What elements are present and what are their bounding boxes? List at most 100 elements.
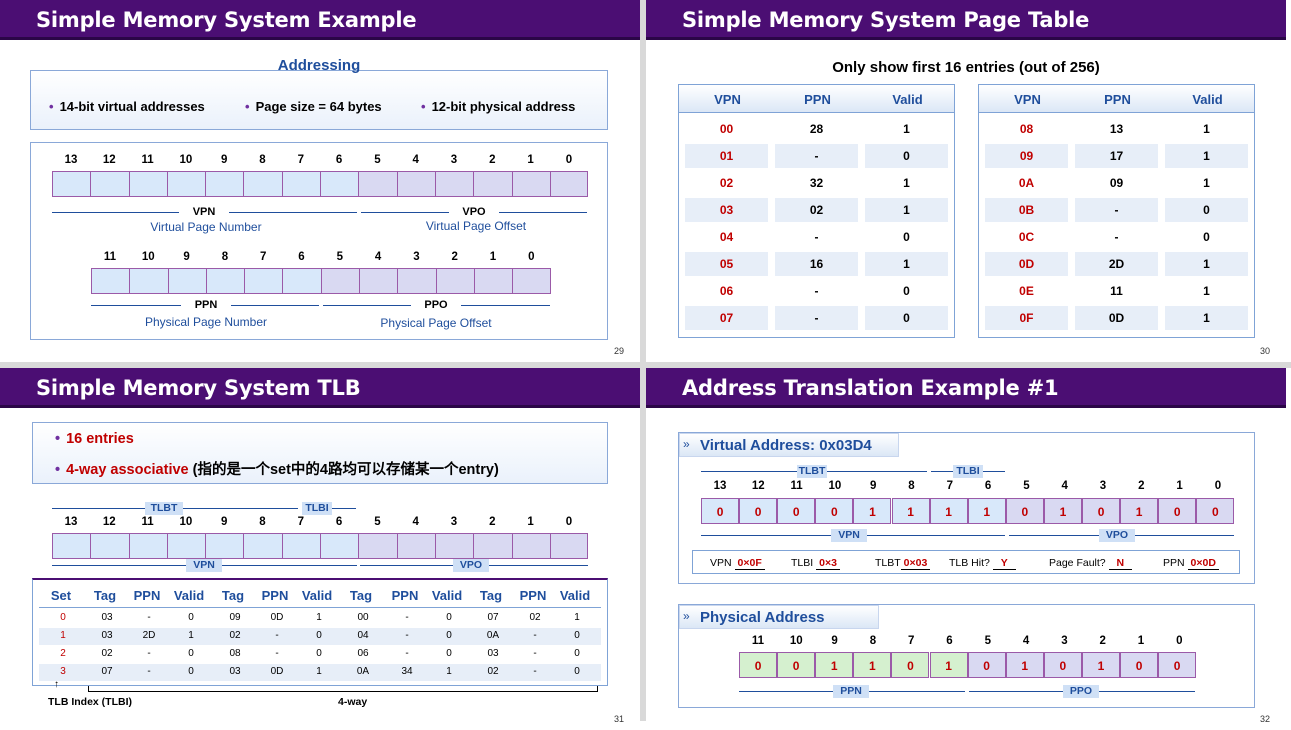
ppn-label: PPN <box>181 299 231 311</box>
tlb-cell: 03 <box>487 648 499 659</box>
bit-number: 9 <box>220 516 228 528</box>
page-table-caption: Only show first 16 entries (out of 256) <box>832 59 1100 76</box>
table-cell: 0 <box>865 144 948 168</box>
tlb-cell: 0 <box>446 648 452 659</box>
slide-header: Simple Memory System Page Table <box>646 0 1286 40</box>
bit-cell <box>320 171 359 197</box>
tlbi-up-arrow: ↑ <box>54 679 59 690</box>
bit-number: 7 <box>907 635 915 647</box>
table-cell: 0C <box>1018 230 1035 244</box>
table-cell: 1 <box>865 252 948 276</box>
table-cell: 02 <box>775 198 858 222</box>
bit-value: 0 <box>891 652 930 678</box>
bit-number: 12 <box>102 516 116 528</box>
bit-number: 5 <box>1023 480 1030 492</box>
tlb-cell: 03 <box>229 666 241 677</box>
tlb-column-header: Tag <box>349 588 373 603</box>
bit-number: 7 <box>297 154 304 166</box>
bit-number: 11 <box>790 480 803 492</box>
tlb-cell: 2 <box>60 648 66 659</box>
tlb-cell: 0 <box>574 666 580 677</box>
bit-value: 1 <box>1120 498 1159 524</box>
tlb-cell: 1 <box>316 666 322 677</box>
tlb-cell: 07 <box>101 666 113 677</box>
tlb-cell: 02 <box>229 630 241 641</box>
bit-cell <box>473 268 513 294</box>
bit-cell <box>205 533 244 559</box>
bit-value: 0 <box>967 652 1006 678</box>
bit-number: 11 <box>751 635 765 647</box>
bit-cell <box>320 533 359 559</box>
table-cell: 1 <box>903 176 910 190</box>
bit-cell <box>128 533 167 559</box>
tlb-cell: 0 <box>188 648 194 659</box>
bit-value: 1 <box>853 498 892 524</box>
bit-number: 2 <box>489 516 496 528</box>
tlb-cell: 04 <box>357 630 369 641</box>
tlb-cell: 06 <box>357 648 369 659</box>
tlb-cell: 09 <box>229 612 241 623</box>
tlb-cell: - <box>405 612 409 623</box>
tlb-cell: - <box>147 666 151 677</box>
tlb-cell: - <box>147 648 151 659</box>
bullet-physical-bits: •12-bit physical address <box>421 99 576 114</box>
ppn-full-label: Physical Page Number <box>144 315 268 329</box>
column-header: VPN <box>1014 92 1041 107</box>
bit-value: 1 <box>815 652 854 678</box>
column-header: PPN <box>1104 92 1131 107</box>
bit-cell <box>396 171 435 197</box>
table-cell: 09 <box>985 144 1068 168</box>
bit-value: 0 <box>1043 652 1082 678</box>
table-cell: 11 <box>1110 284 1123 298</box>
table-cell: 1 <box>1203 176 1210 190</box>
bit-number: 6 <box>335 154 343 166</box>
vpo-label: VPO <box>1099 529 1135 542</box>
bit-number: 4 <box>1061 480 1068 492</box>
bit-value: 1 <box>929 652 968 678</box>
bit-cell <box>435 268 474 294</box>
table-cell: 0F <box>985 306 1068 330</box>
tlb-cell: 0 <box>316 630 322 641</box>
tlb-cell: 08 <box>229 648 241 659</box>
bit-number: 3 <box>450 516 458 528</box>
bit-value: 0 <box>1120 652 1159 678</box>
table-row: 06-0 <box>685 279 948 303</box>
bit-number: 5 <box>336 251 343 263</box>
bit-number: 2 <box>489 154 496 166</box>
info-tlbt-value: 0×03 <box>900 557 931 570</box>
column-header: Valid <box>892 92 923 107</box>
bullet-page-size: •Page size = 64 bytes <box>245 99 382 114</box>
table-cell: 03 <box>685 198 768 222</box>
tlb-cell: 3 <box>60 666 66 677</box>
va-title: Virtual Address: 0x03D4 <box>700 437 872 454</box>
slide-memory-system-example[interactable]: Simple Memory System Example Addressing … <box>0 0 640 362</box>
tlb-cell: - <box>275 648 279 659</box>
tlb-column-header: Tag <box>479 588 503 603</box>
pa-title-bar: Physical Address <box>679 605 879 629</box>
table-cell: 1 <box>903 122 910 136</box>
slide-address-translation[interactable]: Address Translation Example #1 Virtual A… <box>646 368 1286 730</box>
tlb-cell: 1 <box>60 630 66 641</box>
page-number: 31 <box>613 714 624 724</box>
bit-cell <box>320 268 360 294</box>
bit-cell <box>52 533 91 559</box>
table-cell: - <box>775 144 858 168</box>
bit-number: 3 <box>450 154 458 166</box>
chevron-right-icon: » <box>683 437 690 451</box>
table-cell: 28 <box>809 122 824 136</box>
bit-number: 3 <box>1061 635 1068 647</box>
slide-tlb[interactable]: Simple Memory System TLB •16 entries •4-… <box>0 368 640 730</box>
tlb-cell: 0 <box>188 666 194 677</box>
slide-page-table[interactable]: Simple Memory System Page Table Only sho… <box>646 0 1286 362</box>
table-cell: 07 <box>685 306 768 330</box>
bit-number: 10 <box>179 516 193 528</box>
tlb-cell: - <box>533 666 537 677</box>
table-cell: - <box>1114 230 1119 244</box>
bit-value: 1 <box>929 498 968 524</box>
bullet-associativity: •4-way associative (指的是一个set中的4路均可以存储某一个… <box>55 462 499 478</box>
